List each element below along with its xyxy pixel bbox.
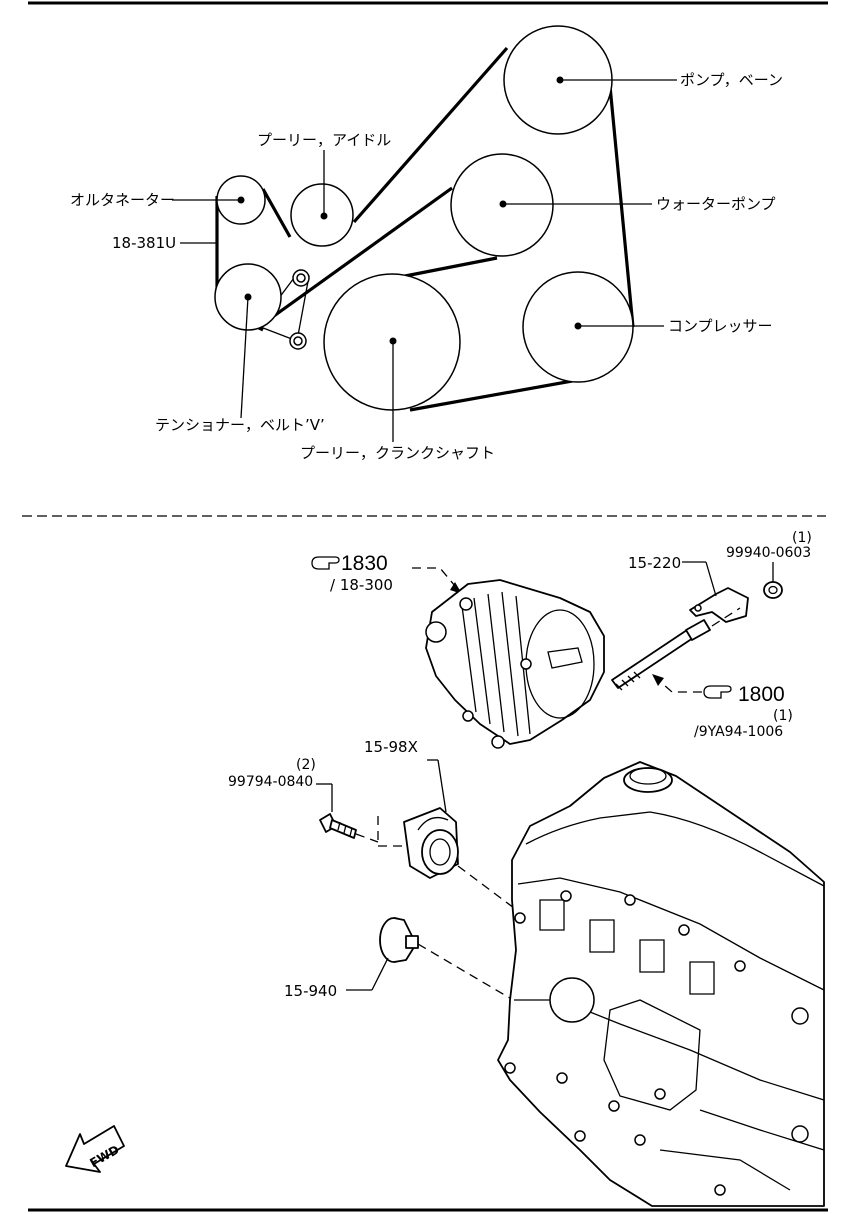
alternator-mount-top (459, 597, 473, 611)
alternator-fins (461, 591, 531, 737)
label-nut-part: 99940-0603 (726, 545, 811, 561)
engine-boss-14 (714, 1184, 726, 1196)
ref-1830: 1830 / 18-300 (311, 552, 462, 594)
engine-boss-1 (514, 912, 526, 924)
thermostat-housing: 15-98X (364, 738, 459, 879)
alternator-mount-bottom (491, 735, 505, 749)
oil-filler-cap (623, 767, 673, 793)
tensioner-pivot-top-hole (296, 273, 306, 283)
manifold-ports (539, 899, 715, 995)
label-crank-pulley: プーリー，クランクシャフト (300, 444, 495, 462)
label-belt-code: 18-381U (112, 234, 176, 252)
alternator-terminal (547, 647, 583, 669)
label-bolt-part: 99794-0840 (228, 774, 313, 790)
ref-1830-leader (412, 567, 461, 593)
engine-top-ridge (525, 811, 825, 887)
alternator-body (425, 579, 605, 745)
housing-outlet-inner (429, 838, 451, 866)
bracket-15-220: 15-220 (628, 554, 749, 623)
engine-boss-10 (574, 1130, 586, 1142)
label-alternator: オルタネーター (70, 191, 175, 209)
hand-pointer-icon (311, 556, 340, 570)
label-bolt-qty: (2) (296, 757, 316, 773)
engine-boss-8 (608, 1100, 620, 1112)
engine-block (497, 761, 825, 1207)
nut-hole (768, 585, 778, 595)
oil-filler-cap-top (629, 767, 667, 785)
ref-1830-number: 1830 (341, 552, 388, 575)
label-water-pump: ウォーターポンプ (656, 195, 776, 213)
engine-boss-9 (654, 1088, 666, 1100)
ref-1800: 1800 (1) /9YA94-1006 (652, 674, 793, 740)
label-tensioner: テンショナー，ベルト’V’ (155, 416, 325, 434)
label-compressor: コンプレッサー (668, 317, 773, 335)
v-belt (215, 46, 635, 412)
ref-1830-sub: / 18-300 (330, 576, 393, 594)
leader-tensioner (240, 296, 249, 419)
label-nut-qty: (1) (792, 530, 812, 546)
engine-boss-2 (560, 890, 572, 902)
idler-dash-line (417, 943, 521, 1005)
engine-boss-5 (734, 960, 746, 972)
housing-neck (417, 816, 449, 831)
long-bolt-head (685, 619, 711, 641)
label-idler: 15-940 (284, 982, 337, 1000)
bracket-hole (694, 604, 702, 612)
bolt-shaft (329, 819, 357, 839)
label-bracket: 15-220 (628, 554, 681, 572)
bolt-thread (337, 821, 353, 837)
engine-boss-13 (791, 1007, 809, 1025)
bolt-99794-0840: (2) 99794-0840 (228, 757, 404, 847)
alternator-pulley (425, 621, 447, 643)
bracket-body (689, 587, 749, 623)
nut-99940-0603: (1) 99940-0603 (726, 530, 812, 599)
exploded-parts-diagram: 1830 / 18-300 15-220 (65, 530, 825, 1207)
ref-1800-arrow (652, 674, 664, 686)
housing-leader-drop (437, 759, 447, 813)
nut-body (763, 581, 783, 599)
idler-pulley-15-940: 15-940 (284, 917, 521, 1005)
engine-boss-12 (791, 1125, 809, 1143)
alternator-boss (520, 658, 532, 670)
fwd-arrow-shape (65, 1125, 125, 1173)
long-bolt-shaft (611, 627, 697, 689)
label-housing: 15-98X (364, 738, 418, 756)
alternator-assembly (425, 579, 605, 749)
long-bolt-thread (615, 671, 641, 691)
idler-pulley-bolt (405, 935, 419, 949)
belt-routing-diagram: ポンプ，ベーン プーリー，アイドル オルタネーター 18-381U ウォーターポ… (70, 25, 783, 462)
ref-1800-number: 1800 (738, 683, 785, 706)
engine-boss-11 (634, 1134, 646, 1146)
oil-pan-lines (659, 1109, 825, 1191)
bracket-leader-drop (705, 561, 717, 597)
long-bolt-line (711, 607, 741, 627)
hand-pointer-icon-2 (703, 685, 732, 699)
water-pump-bore (549, 977, 595, 1023)
label-pump-vane: ポンプ，ベーン (680, 71, 783, 89)
engine-outline (497, 761, 825, 1207)
tensioner-pivot-bottom-hole (293, 336, 303, 346)
engine-boss-7 (556, 1072, 568, 1084)
head-gasket-line (517, 877, 825, 991)
long-bolt (611, 607, 741, 691)
ref-1800-part: /9YA94-1006 (694, 724, 783, 740)
timing-cover-outline (603, 999, 701, 1111)
engine-boss-4 (678, 924, 690, 936)
bolt-dash-line (355, 816, 404, 847)
alternator-mount-lower (462, 710, 474, 722)
label-pulley-idler: プーリー，アイドル (257, 131, 391, 149)
fwd-arrow-icon: FWD (65, 1125, 125, 1173)
idler-leader-rise (371, 957, 389, 991)
housing-outlet (421, 829, 459, 875)
ref-1800-qty: (1) (773, 708, 793, 724)
engine-boss-6 (504, 1062, 516, 1074)
engine-boss-3 (624, 894, 636, 906)
